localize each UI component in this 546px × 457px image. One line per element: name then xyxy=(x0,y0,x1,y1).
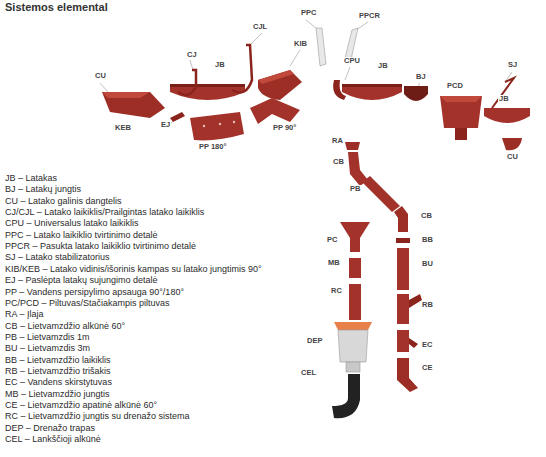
key-entry: MB – Lietvamzdžio jungtis xyxy=(5,390,110,400)
key-entry: CPU – Universalus latako laikiklis xyxy=(5,219,139,229)
key-entry: PP – Vandens persipylimo apsauga 90°/180… xyxy=(5,288,184,298)
leader-lines xyxy=(100,20,512,128)
key-entry: DEP – Drenažo trapas xyxy=(5,424,95,434)
part-code: PCD xyxy=(446,82,464,90)
key-entry: CJ/CJL – Latako laikiklis/Prailgintas la… xyxy=(5,208,204,218)
key-entry: PB – Lietvamzdis 1m xyxy=(5,333,90,343)
part-code: BU xyxy=(421,260,434,268)
part-code: EJ xyxy=(160,121,171,129)
part-code: CB xyxy=(332,158,345,166)
key-entry: EC – Vandens skirstytuvas xyxy=(5,378,112,388)
part-code: SJ xyxy=(507,61,518,69)
part-code: EC xyxy=(421,341,433,349)
key-entry: PPC – Latako laikiklio tvirtinimo detalė xyxy=(5,231,158,241)
part-code: PPCR xyxy=(358,12,381,20)
key-entry: CE – Lietvamzdžio apatinė alkūnė 60° xyxy=(5,401,157,411)
part-code: CU xyxy=(506,153,519,161)
part-code: BJ xyxy=(415,73,427,81)
part-code: PPC xyxy=(300,9,317,17)
part-code: MB xyxy=(327,259,341,267)
key-entry: SJ – Latako stabilizatorius xyxy=(5,253,110,263)
part-code: JB xyxy=(214,61,226,69)
gutters xyxy=(102,28,530,150)
key-entry: RA – Įlaja xyxy=(5,310,44,320)
part-code: KIB xyxy=(293,40,308,48)
key-entry: CU – Latako galinis dangtelis xyxy=(5,197,122,207)
key-entry: CB – Lietvamzdžio alkūnė 60° xyxy=(5,322,125,332)
key-entry: PC/PCD – Piltuvas/Stačiakampis piltuvas xyxy=(5,299,170,309)
part-code: PP 180° xyxy=(198,143,227,151)
part-code: PP 90° xyxy=(272,124,297,132)
key-entry: BJ – Latakų jungtis xyxy=(5,185,81,195)
part-code: RC xyxy=(330,287,343,295)
key-entry: KIB/KEB – Latako vidinis/išorinis kampas… xyxy=(5,265,262,275)
part-code: PB xyxy=(349,185,361,193)
part-code: CE xyxy=(421,364,433,372)
key-entry: EJ – Paslėpta latakų sujungimo detalė xyxy=(5,276,158,286)
key-entry: RC – Lietvamzdžio jungtis su drenažo sis… xyxy=(5,412,190,422)
part-code: DEP xyxy=(306,337,323,345)
part-code: BB xyxy=(421,236,434,244)
part-code: CJL xyxy=(252,23,268,31)
key-entry: JB – Latakas xyxy=(5,174,57,184)
part-code: CJ xyxy=(186,51,198,59)
part-code: RA xyxy=(331,137,344,145)
part-code: JB xyxy=(377,62,389,70)
part-code: PC xyxy=(326,236,338,244)
part-code: CB xyxy=(420,212,433,220)
diagram-title: Sistemos elemental xyxy=(5,1,108,13)
part-code: RB xyxy=(421,301,434,309)
key-entry: CEL – Lankščioji alkūnė xyxy=(5,435,101,445)
part-code: KEB xyxy=(114,124,132,132)
part-code: CPU xyxy=(343,57,361,65)
downpipes xyxy=(332,142,422,418)
part-code: CEL xyxy=(300,369,317,377)
key-entry: BB – Lietvamzdžio laikiklis xyxy=(5,356,111,366)
key-entry: BU – Lietvamzdis 3m xyxy=(5,344,90,354)
key-entry: RB – Lietvamzdžio trišakis xyxy=(5,367,111,377)
part-code: CU xyxy=(94,72,107,80)
part-code: JB xyxy=(498,95,510,103)
key-entry: PPCR – Pasukta latako laikiklio tvirtini… xyxy=(5,242,196,252)
